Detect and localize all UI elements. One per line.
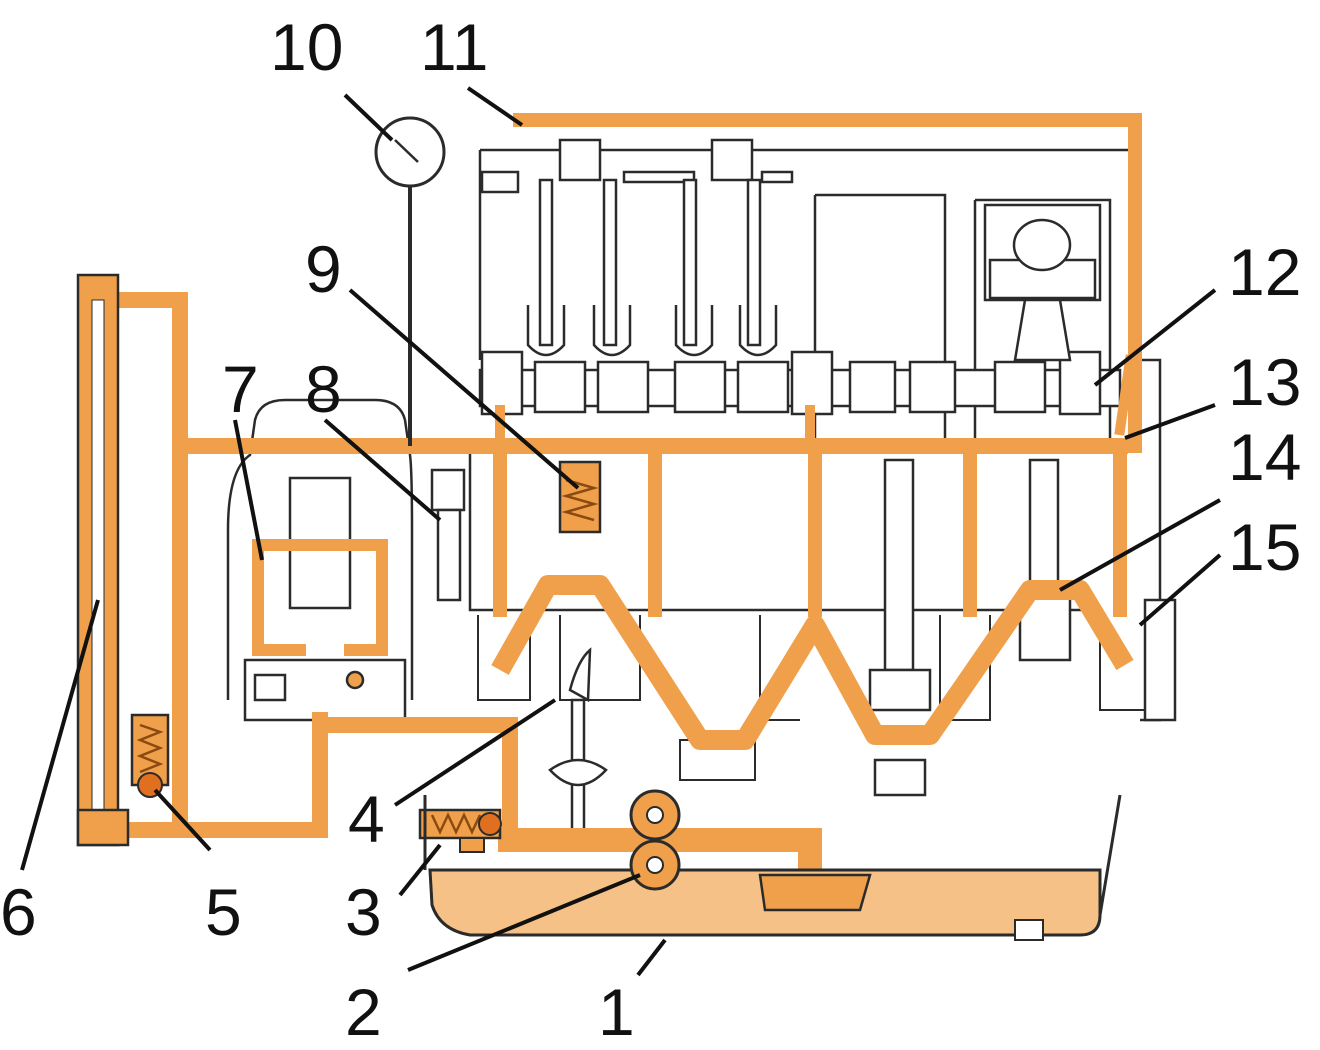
camshaft	[478, 350, 1122, 416]
oil-pressure-gauge	[374, 116, 446, 446]
bypass-valve	[130, 713, 170, 798]
label-12: 12	[1228, 235, 1301, 309]
piston	[983, 203, 1102, 362]
oil-passages	[92, 113, 1142, 887]
crankshaft-oil-channel	[491, 575, 1134, 750]
pressure-relief-valve	[418, 808, 502, 853]
callouts: 1 2 3 4 5 6 7 8 9 10 11 12 13 14 15	[0, 10, 1301, 1049]
oil-cooler	[76, 273, 130, 847]
label-13: 13	[1228, 345, 1301, 419]
leader-lines	[20, 86, 1222, 977]
label-4: 4	[348, 782, 385, 856]
label-7: 7	[222, 352, 259, 426]
oil-pump	[629, 789, 681, 891]
label-3: 3	[345, 875, 382, 949]
oil-pressure-sensor	[430, 468, 466, 602]
label-14: 14	[1228, 420, 1301, 494]
label-10: 10	[270, 10, 343, 84]
oil-sump	[423, 794, 1122, 941]
valve-train	[480, 138, 794, 357]
gallery-relief-valve	[558, 460, 602, 534]
label-11: 11	[420, 10, 489, 84]
label-5: 5	[205, 875, 242, 949]
label-2: 2	[345, 975, 382, 1049]
label-6: 6	[0, 875, 37, 949]
crankcase-end-cover	[1143, 598, 1177, 722]
label-8: 8	[305, 352, 342, 426]
label-9: 9	[305, 232, 342, 306]
label-1: 1	[598, 975, 635, 1049]
label-15: 15	[1228, 510, 1301, 584]
